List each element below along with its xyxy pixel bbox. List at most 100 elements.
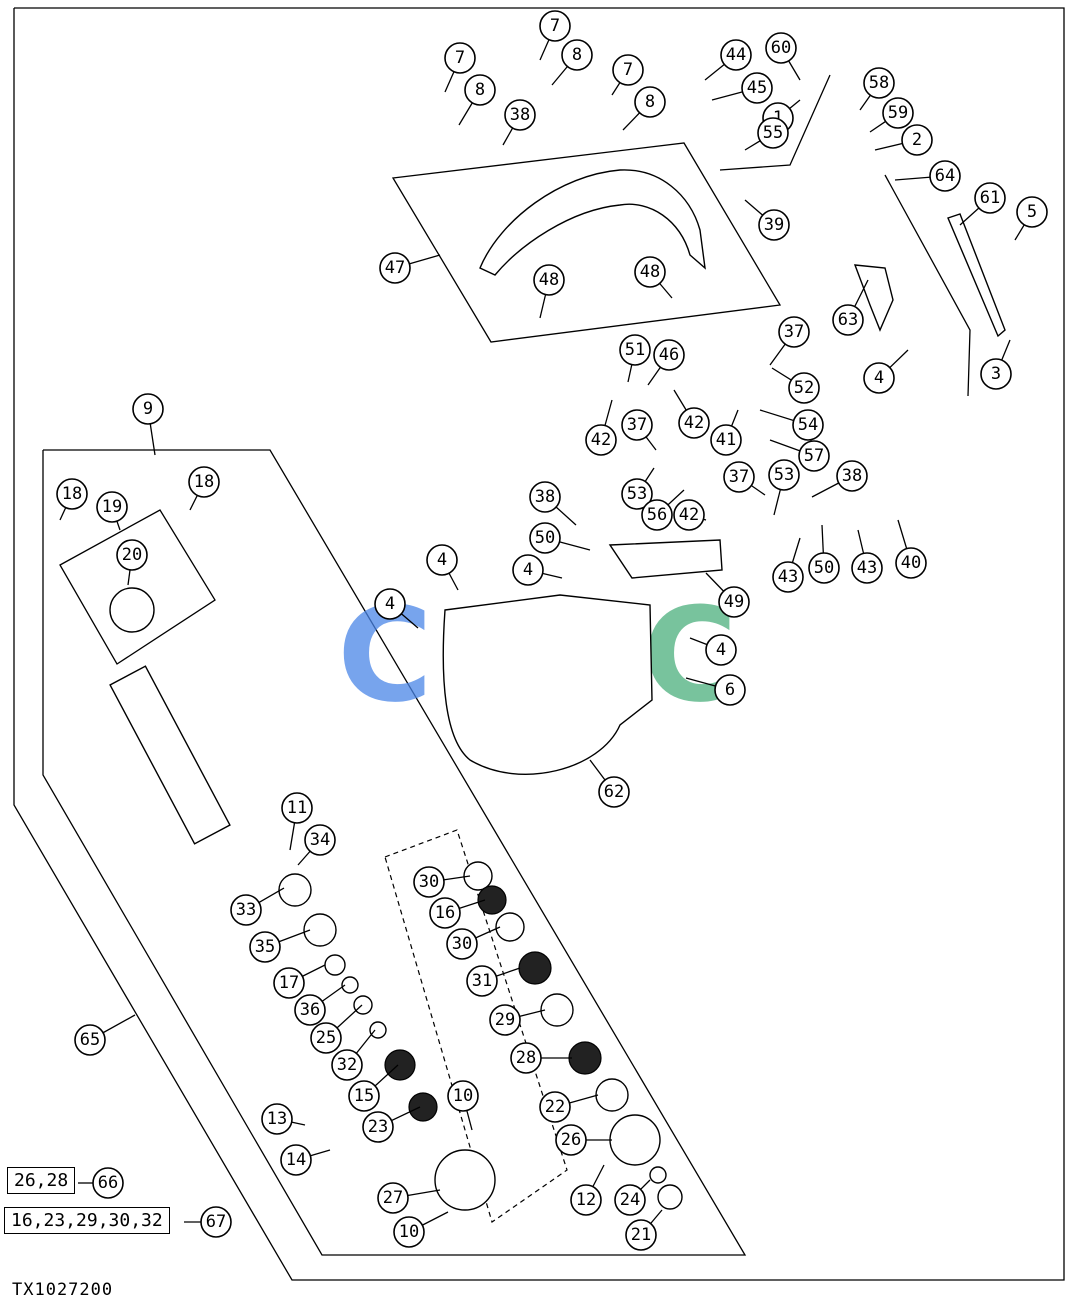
callout-18: 18	[188, 466, 220, 498]
callout-number: 57	[804, 446, 824, 466]
callout-10: 10	[447, 1080, 479, 1112]
callout-number: 6	[725, 680, 735, 700]
callout-number: 47	[385, 258, 405, 278]
callout-number: 32	[337, 1055, 357, 1075]
callout-circle	[808, 552, 840, 584]
callout-circle	[280, 1144, 312, 1176]
callout-circle	[533, 264, 565, 296]
callout-circle	[788, 372, 820, 404]
callout-number: 65	[80, 1030, 100, 1050]
callout-38: 38	[836, 460, 868, 492]
callout-number: 50	[814, 558, 834, 578]
callout-26: 26	[555, 1124, 587, 1156]
callout-4: 4	[705, 634, 737, 666]
callout-circle	[765, 32, 797, 64]
callout-52: 52	[788, 372, 820, 404]
callout-number: 30	[419, 872, 439, 892]
callout-circle	[362, 1111, 394, 1143]
callout-41: 41	[710, 424, 742, 456]
callout-7: 7	[539, 10, 571, 42]
ring-29	[540, 993, 574, 1027]
callout-number: 50	[535, 528, 555, 548]
callout-4: 4	[426, 544, 458, 576]
callout-circle	[625, 1219, 657, 1251]
callout-9: 9	[132, 393, 164, 425]
plate-47-outline	[391, 142, 782, 343]
callout-circle	[310, 1022, 342, 1054]
callout-circle	[798, 440, 830, 472]
callout-number: 25	[316, 1028, 336, 1048]
callout-8: 8	[464, 74, 496, 106]
callout-number: 20	[122, 545, 142, 565]
callout-11: 11	[281, 792, 313, 824]
bearing-15	[384, 1049, 416, 1081]
figure-code: TX1027200	[12, 1280, 114, 1300]
legend-67-parts: 16,23,29,30,32	[11, 1210, 163, 1231]
callout-circle	[619, 334, 651, 366]
callout-8: 8	[561, 39, 593, 71]
callout-number: 22	[545, 1097, 565, 1117]
callout-14: 14	[280, 1144, 312, 1176]
callout-circle	[464, 74, 496, 106]
ring-17	[324, 954, 346, 976]
callout-number: 63	[838, 310, 858, 330]
callout-number: 58	[869, 73, 889, 93]
callout-number: 9	[143, 399, 153, 419]
callout-number: 1	[773, 108, 783, 128]
callout-circle	[304, 824, 336, 856]
callout-43: 43	[772, 561, 804, 593]
callout-circle	[778, 316, 810, 348]
ring-32	[369, 1021, 387, 1039]
callout-25: 25	[310, 1022, 342, 1054]
callout-number: 59	[888, 103, 908, 123]
callout-32: 32	[331, 1049, 363, 1081]
callout-number: 46	[659, 345, 679, 365]
callout-number: 10	[399, 1222, 419, 1242]
callout-number: 42	[679, 505, 699, 525]
callout-circle	[714, 674, 746, 706]
callout-circle	[200, 1206, 232, 1238]
callout-circle	[974, 182, 1006, 214]
callout-35: 35	[249, 931, 281, 963]
ring-36	[341, 976, 359, 994]
callout-circle	[929, 160, 961, 192]
callout-37: 37	[621, 409, 653, 441]
callout-number: 41	[716, 430, 736, 450]
callout-circle	[447, 1080, 479, 1112]
legend-66-parts: 26,28	[14, 1170, 69, 1191]
callout-circle	[792, 409, 824, 441]
callout-27: 27	[377, 1182, 409, 1214]
callout-circle	[539, 10, 571, 42]
callout-circle	[901, 124, 933, 156]
callout-number: 4	[385, 594, 395, 614]
callout-4: 4	[863, 362, 895, 394]
callout-circle	[851, 552, 883, 584]
callout-number: 5	[1027, 202, 1037, 222]
callout-21: 21	[625, 1219, 657, 1251]
callout-circle	[612, 54, 644, 86]
callout-number: 67	[206, 1212, 226, 1232]
callout-5: 5	[1016, 196, 1048, 228]
callout-24: 24	[614, 1184, 646, 1216]
callout-7: 7	[612, 54, 644, 86]
callout-circle	[348, 1080, 380, 1112]
callout-number: 35	[255, 937, 275, 957]
callout-circle	[678, 407, 710, 439]
callout-number: 7	[455, 48, 465, 68]
callout-number: 39	[764, 215, 784, 235]
callout-53: 53	[621, 478, 653, 510]
callout-number: 55	[763, 123, 783, 143]
ujoint-20	[109, 587, 155, 633]
callout-number: 43	[857, 558, 877, 578]
callout-circle	[466, 965, 498, 997]
callout-46: 46	[653, 339, 685, 371]
callout-circle	[374, 588, 406, 620]
callout-number: 31	[472, 971, 492, 991]
callout-circle	[446, 928, 478, 960]
callout-number: 30	[452, 934, 472, 954]
callout-number: 12	[576, 1190, 596, 1210]
callout-circle	[529, 522, 561, 554]
